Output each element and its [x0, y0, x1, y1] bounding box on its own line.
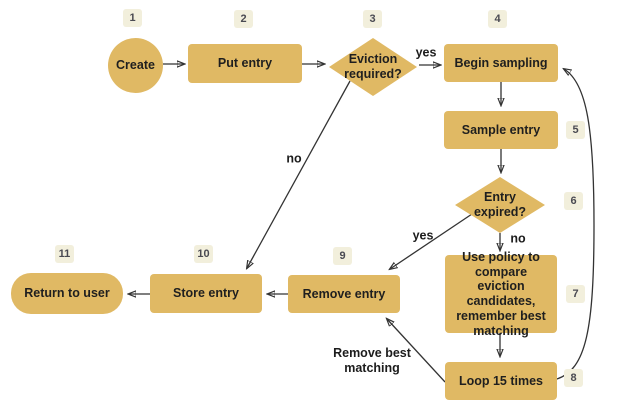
edge-eviction-no-to-storeentry — [247, 80, 351, 268]
step-badge-6: 6 — [564, 192, 583, 210]
edge-label-expired-no: no — [510, 231, 526, 246]
edge-loop-to-removeentry — [387, 319, 446, 383]
node-store-entry: Store entry — [150, 274, 262, 313]
node-begin-sampling: Begin sampling — [444, 44, 558, 82]
step-badge-1: 1 — [123, 9, 142, 27]
step-badge-7: 7 — [566, 285, 585, 303]
node-sample-entry: Sample entry — [444, 111, 558, 149]
node-loop-15-times: Loop 15 times — [445, 362, 557, 400]
step-badge-9: 9 — [333, 247, 352, 265]
node-eviction-required: Eviction required? — [329, 38, 417, 96]
node-sample-entry-label: Sample entry — [461, 122, 541, 137]
step-badge-8: 8 — [564, 369, 583, 387]
node-entry-expired-label: Entry expired? — [473, 190, 527, 219]
edge-label-eviction-no: no — [286, 151, 302, 166]
step-badge-4: 4 — [488, 10, 507, 28]
node-loop-15-times-label: Loop 15 times — [458, 373, 544, 388]
node-remove-entry: Remove entry — [288, 275, 400, 313]
node-create: Create — [108, 38, 163, 93]
step-badge-10: 10 — [194, 245, 213, 263]
node-return-to-user: Return to user — [11, 273, 123, 314]
node-use-policy-label: Use policy to compare eviction candidate… — [456, 249, 546, 338]
step-badge-11: 11 — [55, 245, 74, 263]
edge-label-expired-yes: yes — [412, 228, 434, 243]
edge-loop-to-beginsampling — [556, 69, 595, 380]
edge-label-remove-best-matching: Remove best matching — [333, 346, 411, 375]
node-use-policy: Use policy to compare eviction candidate… — [445, 250, 557, 338]
node-eviction-required-label: Eviction required? — [344, 52, 402, 81]
node-put-entry: Put entry — [188, 44, 302, 83]
step-badge-5: 5 — [566, 121, 585, 139]
edge-expired-yes-to-removeentry — [390, 213, 473, 269]
node-create-label: Create — [116, 58, 155, 73]
edge-label-eviction-yes: yes — [415, 45, 437, 60]
step-badge-2: 2 — [234, 10, 253, 28]
node-put-entry-label: Put entry — [217, 56, 273, 71]
node-begin-sampling-label: Begin sampling — [454, 55, 548, 70]
step-badge-3: 3 — [363, 10, 382, 28]
node-remove-entry-label: Remove entry — [302, 286, 386, 301]
node-store-entry-label: Store entry — [173, 286, 239, 301]
node-entry-expired: Entry expired? — [455, 177, 545, 233]
node-return-to-user-label: Return to user — [24, 286, 110, 301]
